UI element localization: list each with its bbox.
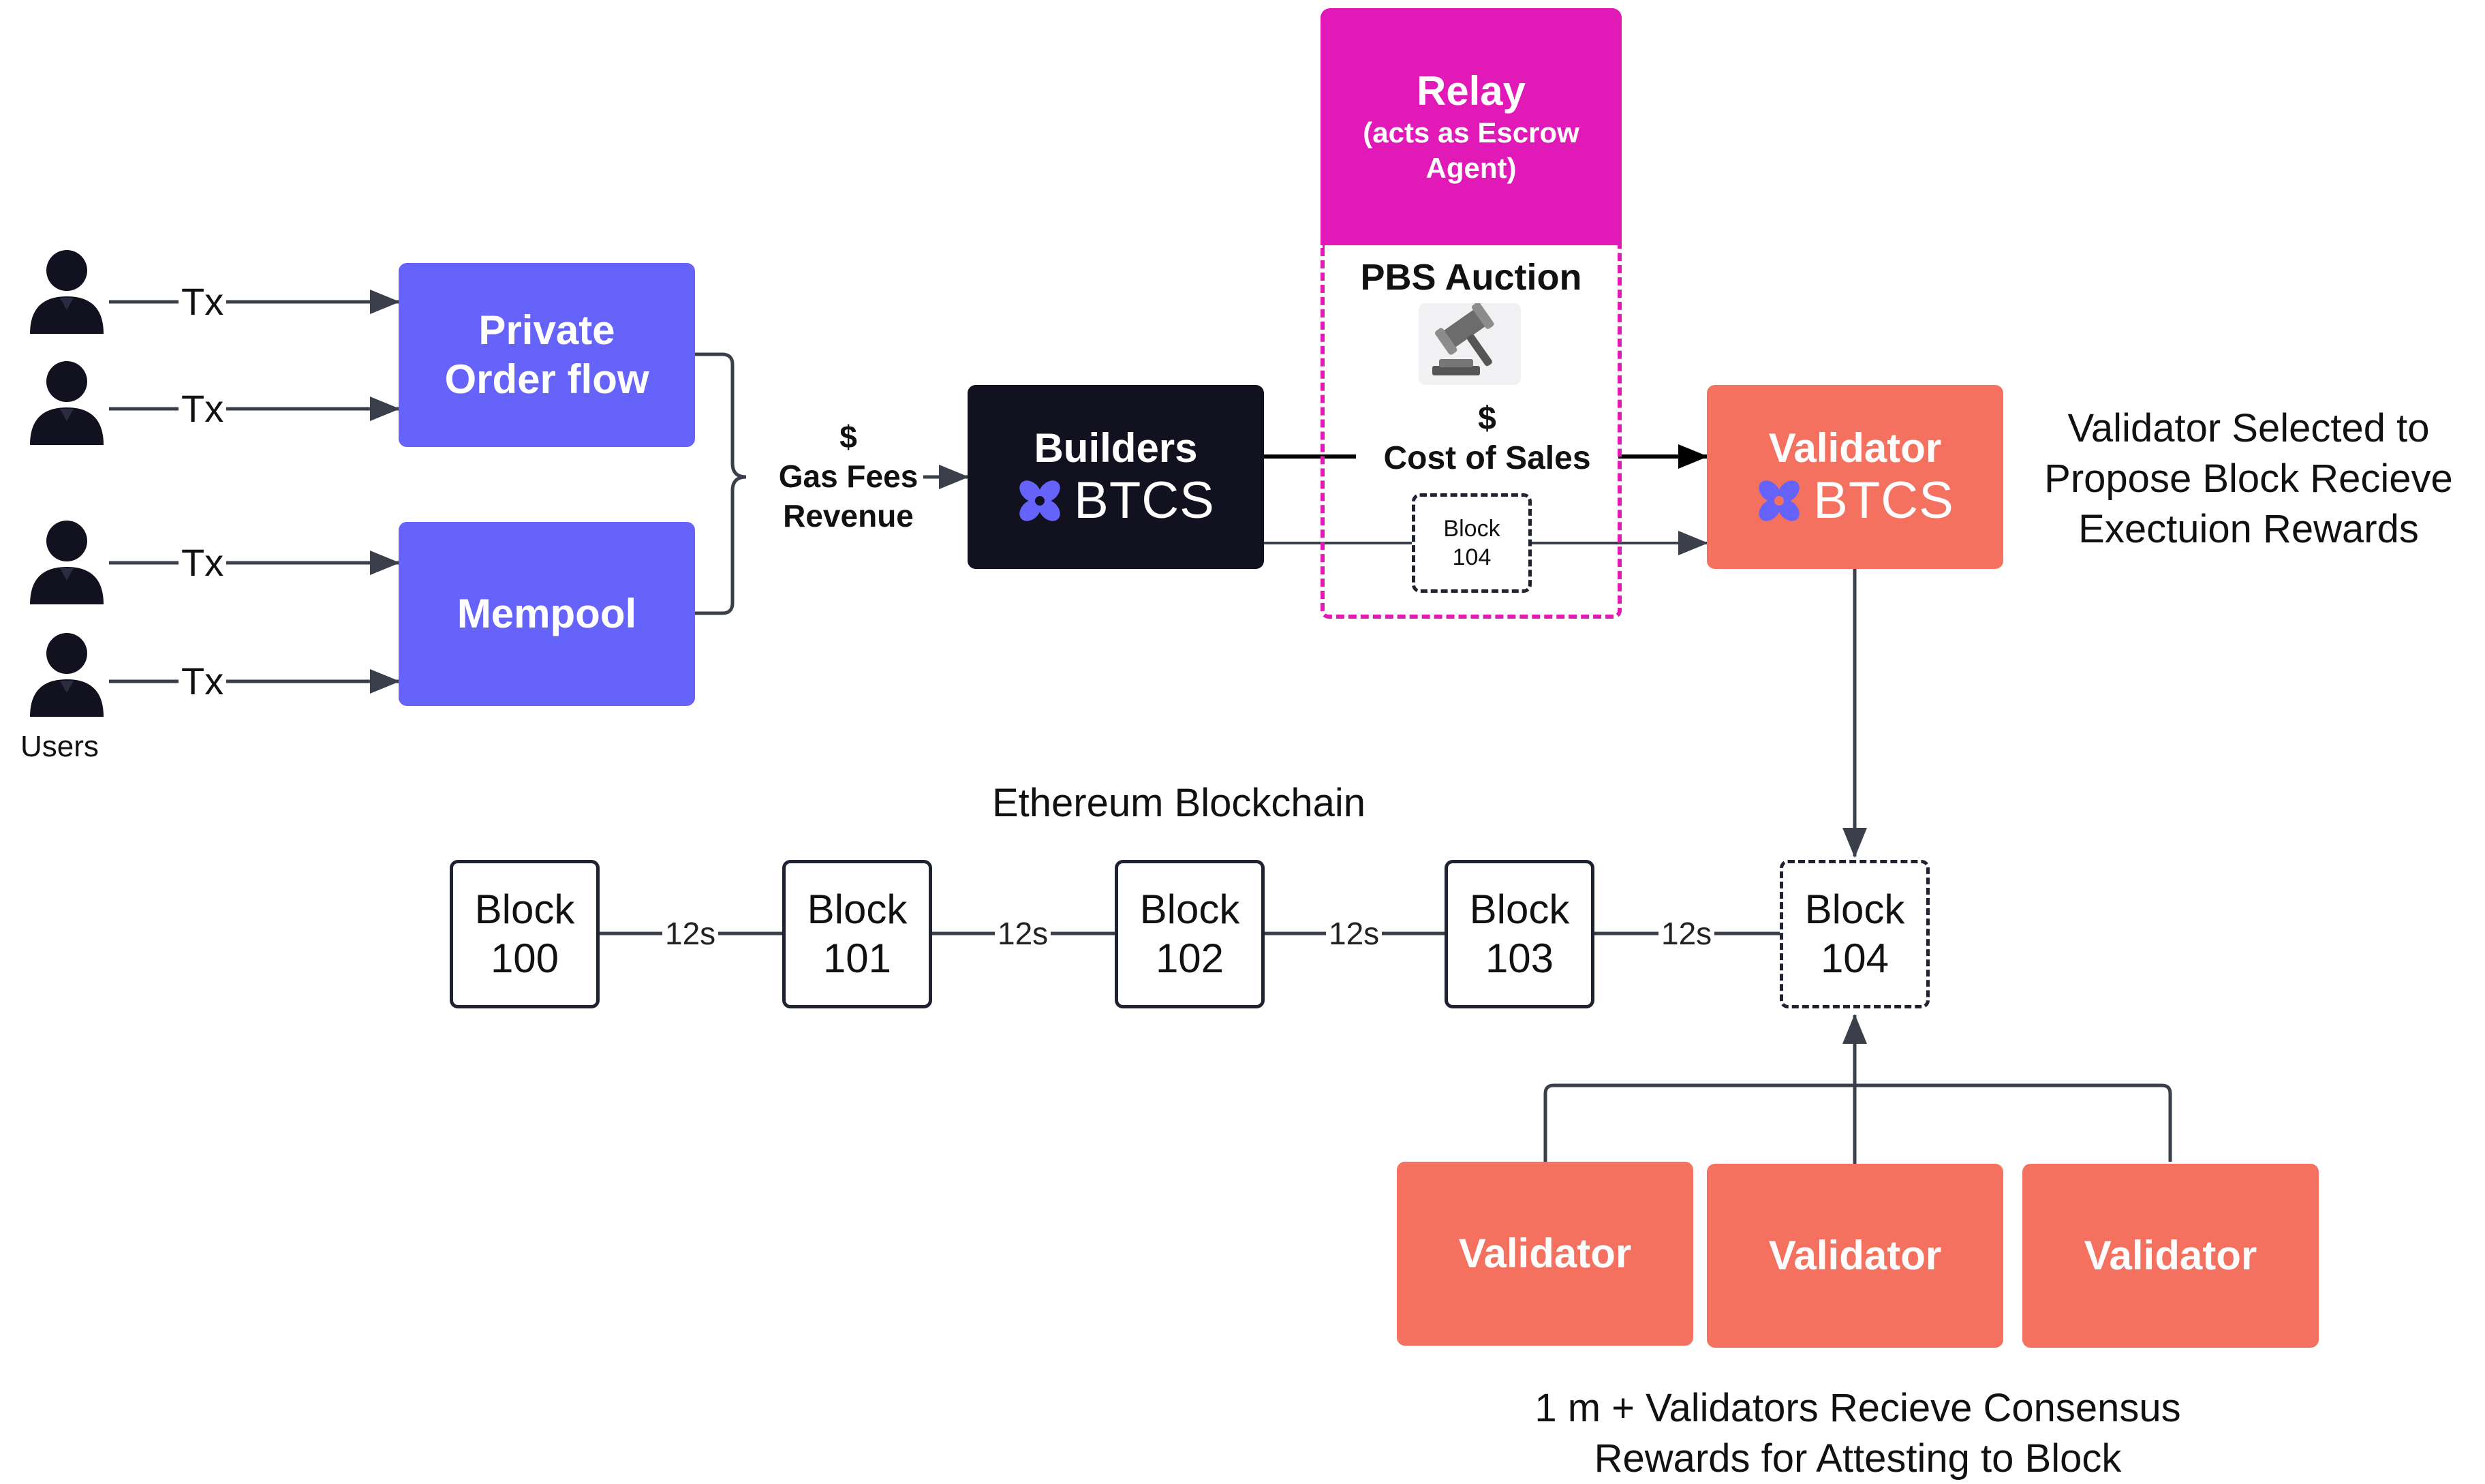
tx-label: Tx [179,388,227,429]
chain-block-101: Block 101 [782,860,932,1008]
chain-block-line1: Block [1139,886,1240,932]
relay-box: Relay (acts as Escrow Agent) [1321,8,1622,245]
gas-fees-line1: Gas Fees [778,459,919,494]
user-icon [30,633,104,717]
relay-subtitle-line2: Agent) [1425,152,1517,184]
attesting-validator-label: Validator [1458,1231,1632,1276]
auction-block-line1: Block [1443,516,1500,542]
auction-block-104: Block 104 [1412,493,1532,593]
private-order-flow-box: Private Order flow [399,263,695,447]
chain-block-line2: 102 [1155,936,1224,981]
btcs-brand: BTCS [1017,472,1215,529]
pbs-auction-title: PBS Auction [1360,257,1582,298]
validator-note-line1: Validator Selected to [2067,406,2430,450]
chain-block-103: Block 103 [1445,860,1594,1008]
interval-label: 12s [662,916,719,950]
merge-bracket [695,352,747,615]
user-icon [30,250,104,334]
cost-of-sales-text: Cost of Sales [1383,440,1591,476]
validator-main-brand-text: BTCS [1813,472,1954,529]
validator-note-line2: Propose Block Recieve [2044,457,2453,501]
relay-subtitle-line1: (acts as Escrow [1363,117,1579,149]
pbs-auction-container [1321,244,1622,619]
interval-label: 12s [995,916,1051,950]
attest-line-left [1543,1083,1855,1162]
validator-note-line3: Exectuion Rewards [2078,507,2419,551]
validator-note: Validator Selected to Propose Block Reci… [2017,403,2480,555]
chain-block-line2: 104 [1820,936,1889,981]
chain-block-line2: 101 [822,936,892,981]
builders-title: Builders [1034,425,1198,471]
users-label: Users [20,730,99,763]
builders-box: Builders BTCS [968,385,1264,569]
attest-line-right [1855,1083,2172,1162]
attesting-validator-box: Validator [1707,1164,2003,1348]
validator-main-title: Validator [1768,425,1942,471]
cost-of-sales-symbol: $ [1478,401,1496,437]
attesting-validator-label: Validator [2084,1233,2257,1278]
chain-block-line1: Block [807,886,908,932]
btcs-logo-icon [1759,480,1800,521]
blockchain-title: Ethereum Blockchain [991,781,1366,825]
auction-block-line2: 104 [1452,544,1492,570]
btcs-brand: BTCS [1756,472,1954,529]
user-icon [30,521,104,604]
chain-block-line2: 100 [490,936,559,981]
attesters-caption-line2: Rewards for Attesting to Block [1594,1436,2122,1481]
chain-block-line2: 103 [1485,936,1554,981]
attesting-validator-box: Validator [1397,1162,1693,1346]
attesters-caption: 1 m + Validators Recieve Consensus Rewar… [1397,1383,2319,1484]
gas-fees-symbol: $ [839,419,857,454]
chain-block-104: Block 104 [1780,860,1930,1008]
tx-label: Tx [179,661,227,702]
btcs-logo-icon [1019,480,1060,521]
attesters-caption-line1: 1 m + Validators Recieve Consensus [1534,1386,2181,1430]
chain-block-102: Block 102 [1115,860,1265,1008]
mempool-box: Mempool [399,522,695,706]
gavel-icon [1419,303,1521,385]
interval-label: 12s [1326,916,1383,950]
gas-fees-revenue-label: $ Gas Fees Revenue [770,417,927,536]
validator-main-box: Validator BTCS [1707,385,2003,569]
interval-label: 12s [1658,916,1715,950]
chain-block-100: Block 100 [450,860,600,1008]
chain-block-line1: Block [1469,886,1570,932]
chain-block-line1: Block [1804,886,1905,932]
relay-title: Relay [1416,68,1526,114]
tx-label: Tx [179,542,227,583]
tx-label: Tx [179,281,227,322]
cost-of-sales-label: $ Cost of Sales [1356,399,1618,478]
user-icon [30,361,104,445]
mempool-label: Mempool [457,591,637,636]
builders-brand-text: BTCS [1074,472,1215,529]
private-order-flow-label-line2: Order flow [444,356,649,402]
attesting-validator-box: Validator [2022,1164,2319,1348]
attesting-validator-label: Validator [1768,1233,1942,1278]
private-order-flow-label-line1: Private [478,307,615,353]
chain-block-line1: Block [474,886,575,932]
gas-fees-line2: Revenue [783,498,914,534]
